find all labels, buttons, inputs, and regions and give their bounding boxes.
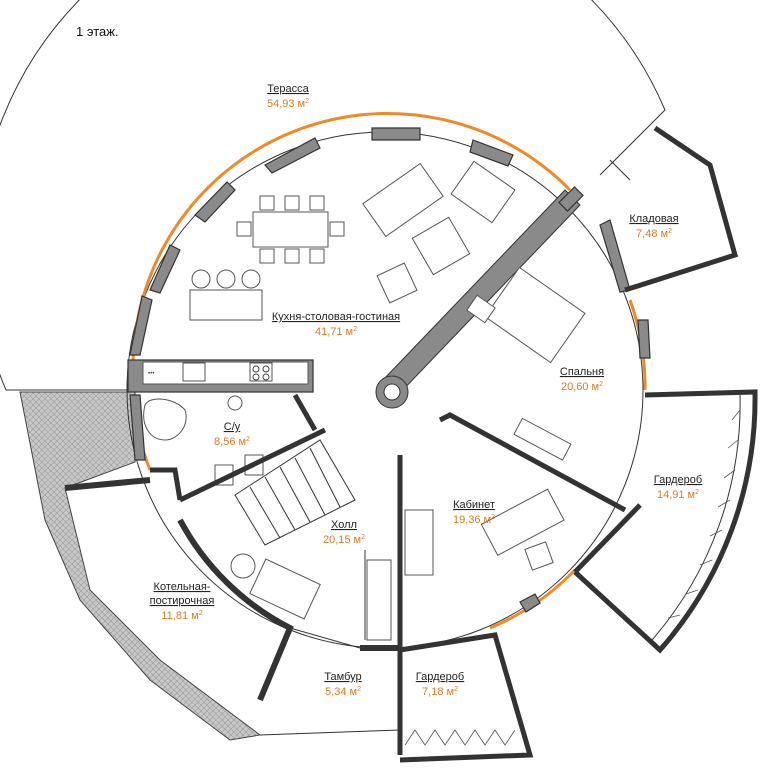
wardrobe-south-area: 7,18 м2 <box>422 686 458 698</box>
boiler-room-walls <box>64 477 294 702</box>
wardrobe-south-name: Гардероб <box>416 671 464 683</box>
wardrobe-east-area: 14,91 м2 <box>657 489 699 501</box>
glass-wall-north <box>131 112 572 361</box>
bed <box>466 266 586 364</box>
terrace-name: Терасса <box>267 83 309 95</box>
wardrobe-east <box>573 389 758 654</box>
storage-room <box>624 125 739 293</box>
boiler-area: 11,81 м2 <box>161 610 202 622</box>
vestibule-area: 5,34 м2 <box>325 686 361 698</box>
boiler-name-1: Котельная- <box>154 581 211 593</box>
svg-text:•••: ••• <box>148 371 154 377</box>
hall-name: Холл <box>331 519 357 531</box>
storage-name: Кладовая <box>629 213 678 225</box>
office-name: Кабинет <box>453 499 495 511</box>
dining-set <box>236 195 345 264</box>
stairs <box>178 427 356 546</box>
boiler-name-2: постирочная <box>150 595 215 607</box>
living-furniture <box>362 160 516 304</box>
floor-label: 1 этаж. <box>76 24 119 39</box>
office-walls <box>438 412 627 513</box>
kitchen-name: Кухня-столовая-гостиная <box>272 311 400 323</box>
bathroom-area: 8,56 м2 <box>214 436 250 448</box>
terrace-area: 54,93 м2 <box>267 98 309 110</box>
vestibule-name: Тамбур <box>324 671 361 683</box>
office-area: 19,36 м2 <box>453 514 495 526</box>
kitchen-area: 41,71 м2 <box>315 326 357 338</box>
wardrobe-east-name: Гардероб <box>654 474 702 486</box>
storage-area: 7,48 м2 <box>636 228 672 240</box>
bathroom-walls <box>150 393 318 501</box>
bedroom-name: Спальня <box>560 366 604 378</box>
hall-area: 20,15 м2 <box>323 534 365 546</box>
bedroom-area: 20,60 м2 <box>561 381 603 393</box>
wardrobe-south <box>399 632 534 763</box>
bathroom-name: С/у <box>224 421 241 433</box>
